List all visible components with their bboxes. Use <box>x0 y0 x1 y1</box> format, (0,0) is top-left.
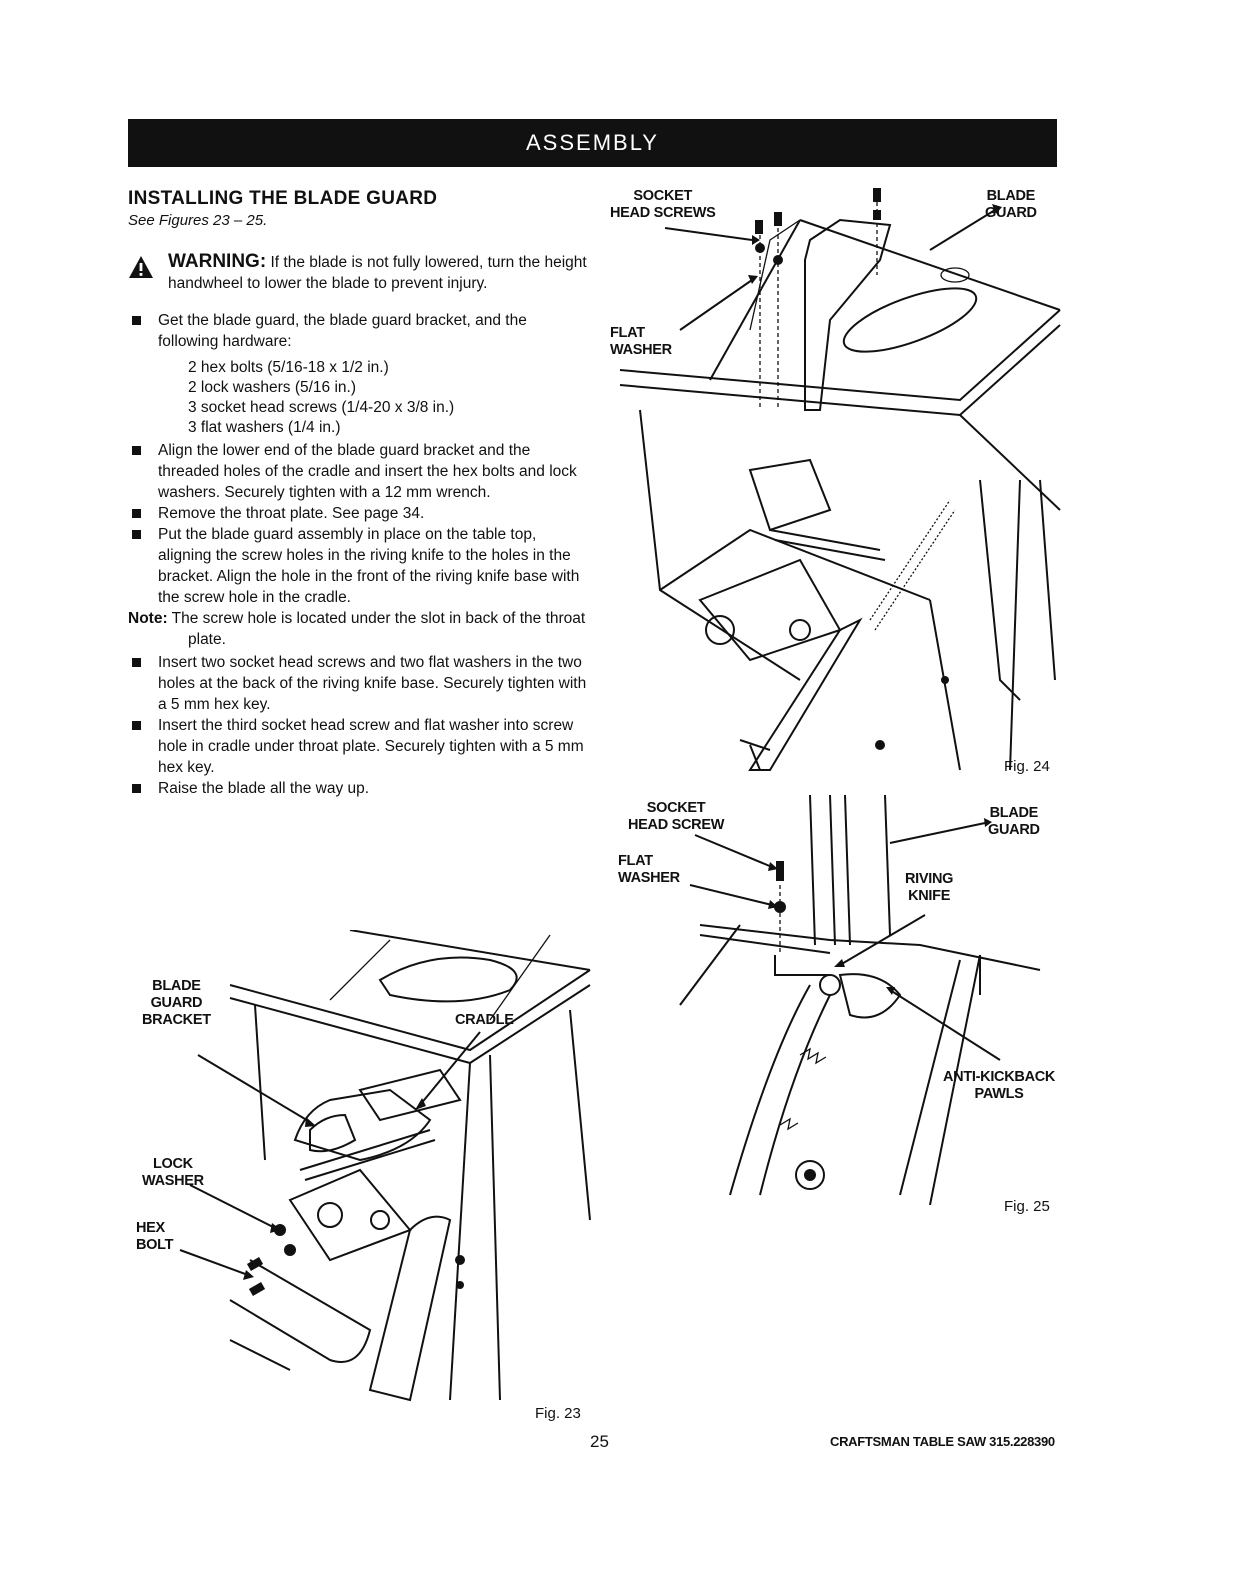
fig23-illustration <box>179 929 591 1402</box>
header-bar: ASSEMBLY <box>128 119 1057 167</box>
bullet-icon <box>132 316 141 325</box>
fig23-label: Fig. 23 <box>535 1405 581 1422</box>
warning-icon <box>128 255 154 285</box>
see-figures-note: See Figures 23 – 25. <box>128 212 268 229</box>
list-item: Get the blade guard, the blade guard bra… <box>128 310 588 438</box>
list-item: Put the blade guard assembly in place on… <box>128 524 588 608</box>
callout-cradle: CRADLE <box>455 1012 514 1028</box>
note-label: Note: <box>128 610 168 627</box>
list-item: Remove the throat plate. See page 34. <box>128 503 588 524</box>
hardware-item: 2 lock washers (5/16 in.) <box>188 379 356 396</box>
page-number: 25 <box>590 1432 609 1451</box>
note-text: The screw hole is located under the slot… <box>171 610 586 648</box>
bullet-icon <box>132 446 141 455</box>
warning-label: WARNING: <box>168 251 267 272</box>
header-title: ASSEMBLY <box>526 130 659 155</box>
fig25-label: Fig. 25 <box>1004 1198 1050 1215</box>
warning-block: WARNING: If the blade is not fully lower… <box>128 251 588 294</box>
instructions-column: INSTALLING THE BLADE GUARD See Figures 2… <box>128 188 588 799</box>
fig25-illustration <box>679 794 1041 1206</box>
footer-brand: CRAFTSMAN TABLE SAW 315.228390 <box>830 1434 1055 1449</box>
bullet-icon <box>132 658 141 667</box>
hardware-list: 2 hex bolts (5/16-18 x 1/2 in.) 2 lock w… <box>188 358 588 438</box>
list-item: Insert the third socket head screw and f… <box>128 715 588 778</box>
bullet-icon <box>132 721 141 730</box>
hardware-item: 3 flat washers (1/4 in.) <box>188 419 341 436</box>
fig24-label: Fig. 24 <box>1004 758 1050 775</box>
note-block: Note: The screw hole is located under th… <box>128 608 588 650</box>
bullet-icon <box>132 784 141 793</box>
bullet-icon <box>132 509 141 518</box>
steps-list: Get the blade guard, the blade guard bra… <box>128 310 588 608</box>
list-item: Insert two socket head screws and two fl… <box>128 652 588 715</box>
steps-list-2: Insert two socket head screws and two fl… <box>128 652 588 799</box>
warning-text: If the blade is not fully lowered, turn … <box>168 254 587 292</box>
hardware-item: 3 socket head screws (1/4-20 x 3/8 in.) <box>188 399 455 416</box>
list-item: Raise the blade all the way up. <box>128 778 588 799</box>
list-item: Align the lower end of the blade guard b… <box>128 440 588 503</box>
section-title: INSTALLING THE BLADE GUARD <box>128 188 438 209</box>
bullet-icon <box>132 530 141 539</box>
hardware-item: 2 hex bolts (5/16-18 x 1/2 in.) <box>188 359 389 376</box>
fig24-illustration <box>619 188 1061 771</box>
